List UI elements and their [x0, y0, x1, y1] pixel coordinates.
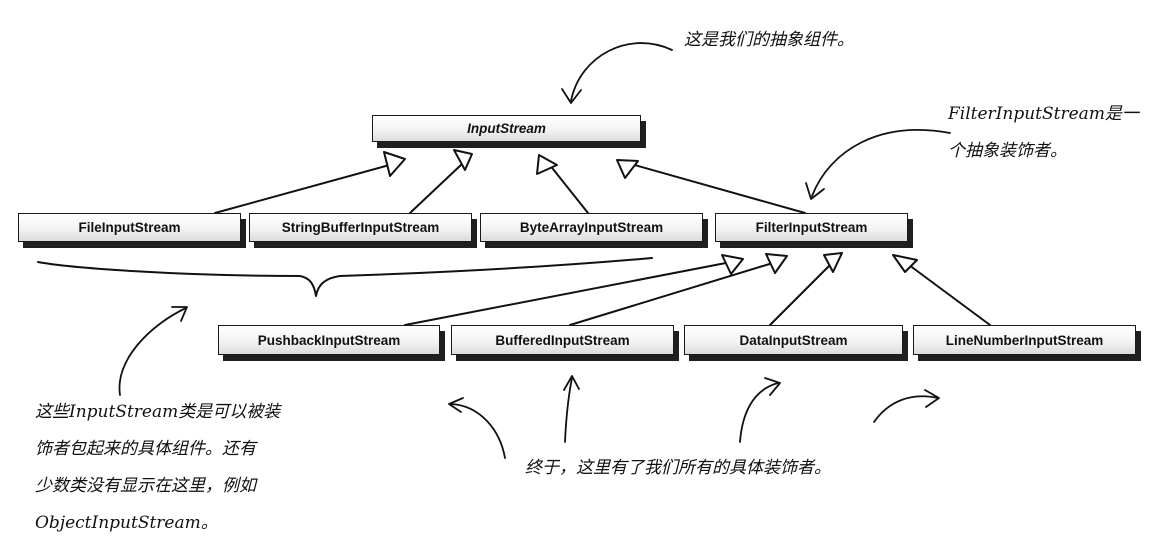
- class-pushback-input-stream: PushbackInputStream: [218, 325, 440, 355]
- class-input-stream: InputStream: [372, 115, 641, 142]
- inheritance-lines: [214, 163, 991, 326]
- note-concrete-decorators: 终于，这里有了我们所有的具体装饰者。: [525, 458, 831, 478]
- note-abstract-decorator-line-1: FilterInputStream是一: [948, 104, 1139, 124]
- class-byte-array-input-stream: ByteArrayInputStream: [480, 213, 703, 242]
- note-concrete-components-line-1: 这些InputStream类是可以被装: [35, 402, 281, 422]
- class-line-number-input-stream: LineNumberInputStream: [913, 325, 1136, 355]
- class-buffered-input-stream: BufferedInputStream: [451, 325, 674, 355]
- class-file-input-stream: FileInputStream: [18, 213, 241, 242]
- note-concrete-components: 这些InputStream类是可以被装 饰者包起来的具体组件。还有 少数类没有显…: [35, 394, 280, 542]
- note-abstract-decorator: FilterInputStream是一 个抽象装饰者。: [948, 96, 1139, 170]
- note-abstract-decorator-line-2: 个抽象装饰者。: [948, 141, 1067, 161]
- note-abstract-component: 这是我们的抽象组件。: [684, 30, 854, 50]
- class-data-input-stream: DataInputStream: [684, 325, 903, 355]
- note-concrete-components-line-4: ObjectInputStream。: [35, 513, 218, 533]
- concrete-components-brace: [37, 257, 653, 297]
- annotation-arrows: [118, 42, 951, 459]
- note-concrete-components-line-2: 饰者包起来的具体组件。还有: [35, 439, 256, 459]
- class-filter-input-stream: FilterInputStream: [715, 213, 908, 242]
- note-concrete-components-line-3: 少数类没有显示在这里，例如: [35, 476, 256, 496]
- class-string-buffer-input-stream: StringBufferInputStream: [249, 213, 472, 242]
- inheritance-arrowheads: [383, 149, 918, 275]
